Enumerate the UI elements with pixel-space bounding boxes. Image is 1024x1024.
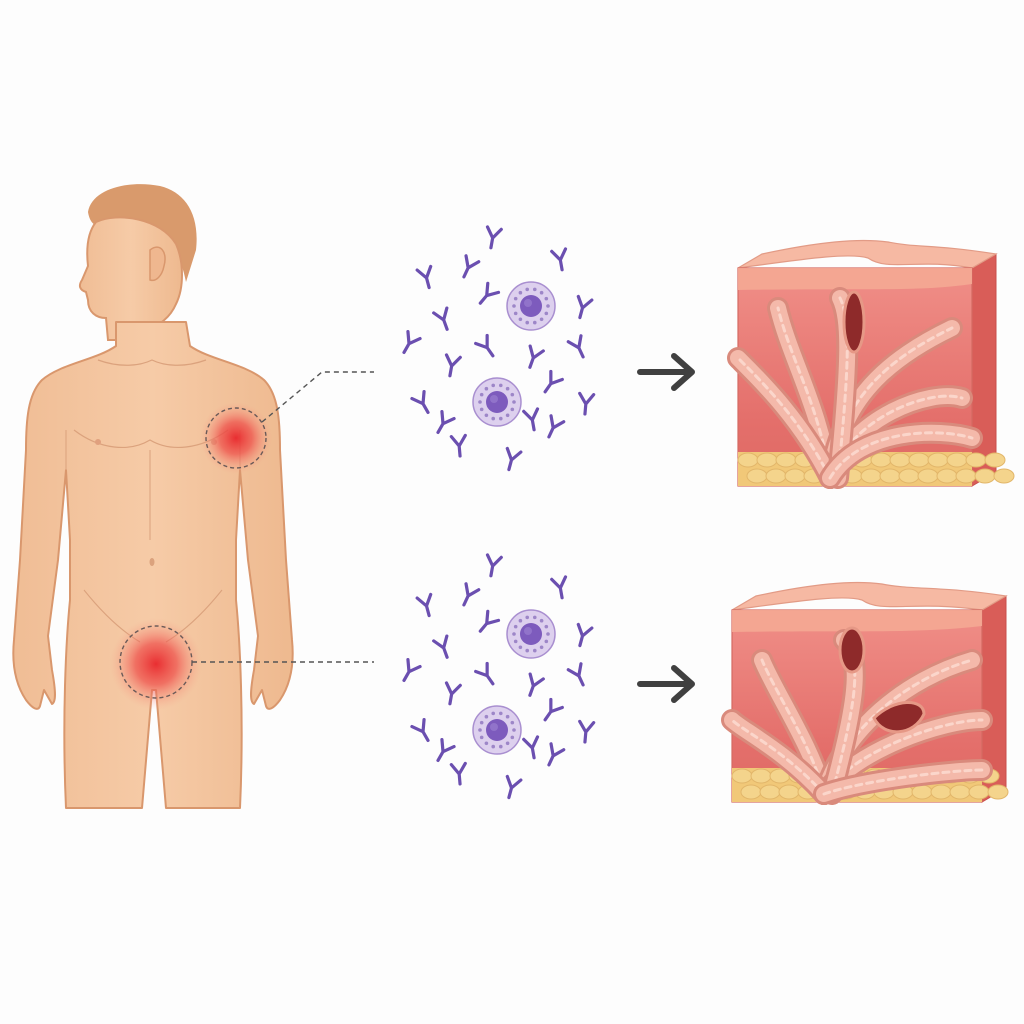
arrow-right-icon: [637, 665, 695, 703]
antibody-icon: [436, 737, 456, 762]
collarbone-line: [97, 359, 207, 366]
antibody-icon: [505, 774, 523, 800]
antibody-icon: [410, 389, 430, 414]
antibody-icon: [449, 761, 467, 786]
antibody-icon: [436, 409, 456, 434]
antibody-icon: [576, 622, 594, 648]
skin-tissue-block: [721, 581, 1009, 805]
antibody-icon: [547, 414, 566, 439]
antibody-icon: [485, 225, 503, 250]
antibody-icon: [528, 344, 545, 369]
antibody-icon: [543, 697, 564, 722]
antibody-icon: [474, 661, 495, 686]
leader-line-axilla: [261, 371, 374, 423]
immune-cell-icon: [472, 377, 522, 427]
immune-cluster-groin: [402, 553, 596, 800]
antibody-icon: [566, 334, 585, 359]
antibody-icon: [578, 391, 596, 416]
antibody-icon: [444, 681, 462, 706]
ear: [149, 246, 166, 282]
antibody-icon: [410, 717, 430, 742]
antibody-icon: [576, 294, 594, 320]
antibody-icon: [522, 735, 540, 760]
antibody-icon: [462, 254, 481, 279]
antibody-icon: [402, 329, 422, 354]
navel: [149, 558, 155, 566]
antibody-icon: [432, 634, 449, 659]
antibody-icon: [528, 672, 545, 697]
antibody-icon: [578, 719, 596, 744]
skin-tissue-block: [727, 239, 1015, 489]
inflamed-axilla-region: [200, 402, 272, 474]
arrow-right-icon: [637, 353, 695, 391]
antibody-icon: [478, 281, 501, 305]
inflamed-groin-region: [110, 618, 202, 710]
antibody-icon: [522, 407, 540, 432]
antibody-icon: [547, 742, 566, 767]
antibody-icon: [432, 306, 449, 331]
hair: [88, 184, 197, 282]
antibody-icon: [462, 582, 481, 607]
antibody-icon: [474, 333, 495, 358]
human-figure: [12, 184, 294, 809]
sinus-tract: [727, 287, 983, 489]
antibody-icon: [550, 575, 568, 600]
antibody-icon: [402, 657, 422, 682]
fat-layer: [737, 452, 1015, 486]
immune-cell-icon: [472, 705, 522, 755]
antibody-icon: [550, 247, 568, 272]
antibody-icon: [415, 592, 433, 618]
immune-cell-icon: [506, 609, 556, 659]
sinus-tract: [721, 626, 993, 805]
nipple-left: [95, 439, 101, 445]
antibody-icon: [449, 433, 467, 458]
antibody-icon: [566, 662, 585, 687]
antibody-icon: [543, 369, 564, 394]
immune-cell-icon: [506, 281, 556, 331]
immune-cluster-axilla: [402, 225, 596, 472]
antibody-icon: [444, 353, 462, 378]
antibody-icon: [485, 553, 503, 578]
antibody-icon: [505, 446, 523, 472]
antibody-icon: [478, 609, 501, 633]
antibody-icon: [415, 264, 433, 290]
